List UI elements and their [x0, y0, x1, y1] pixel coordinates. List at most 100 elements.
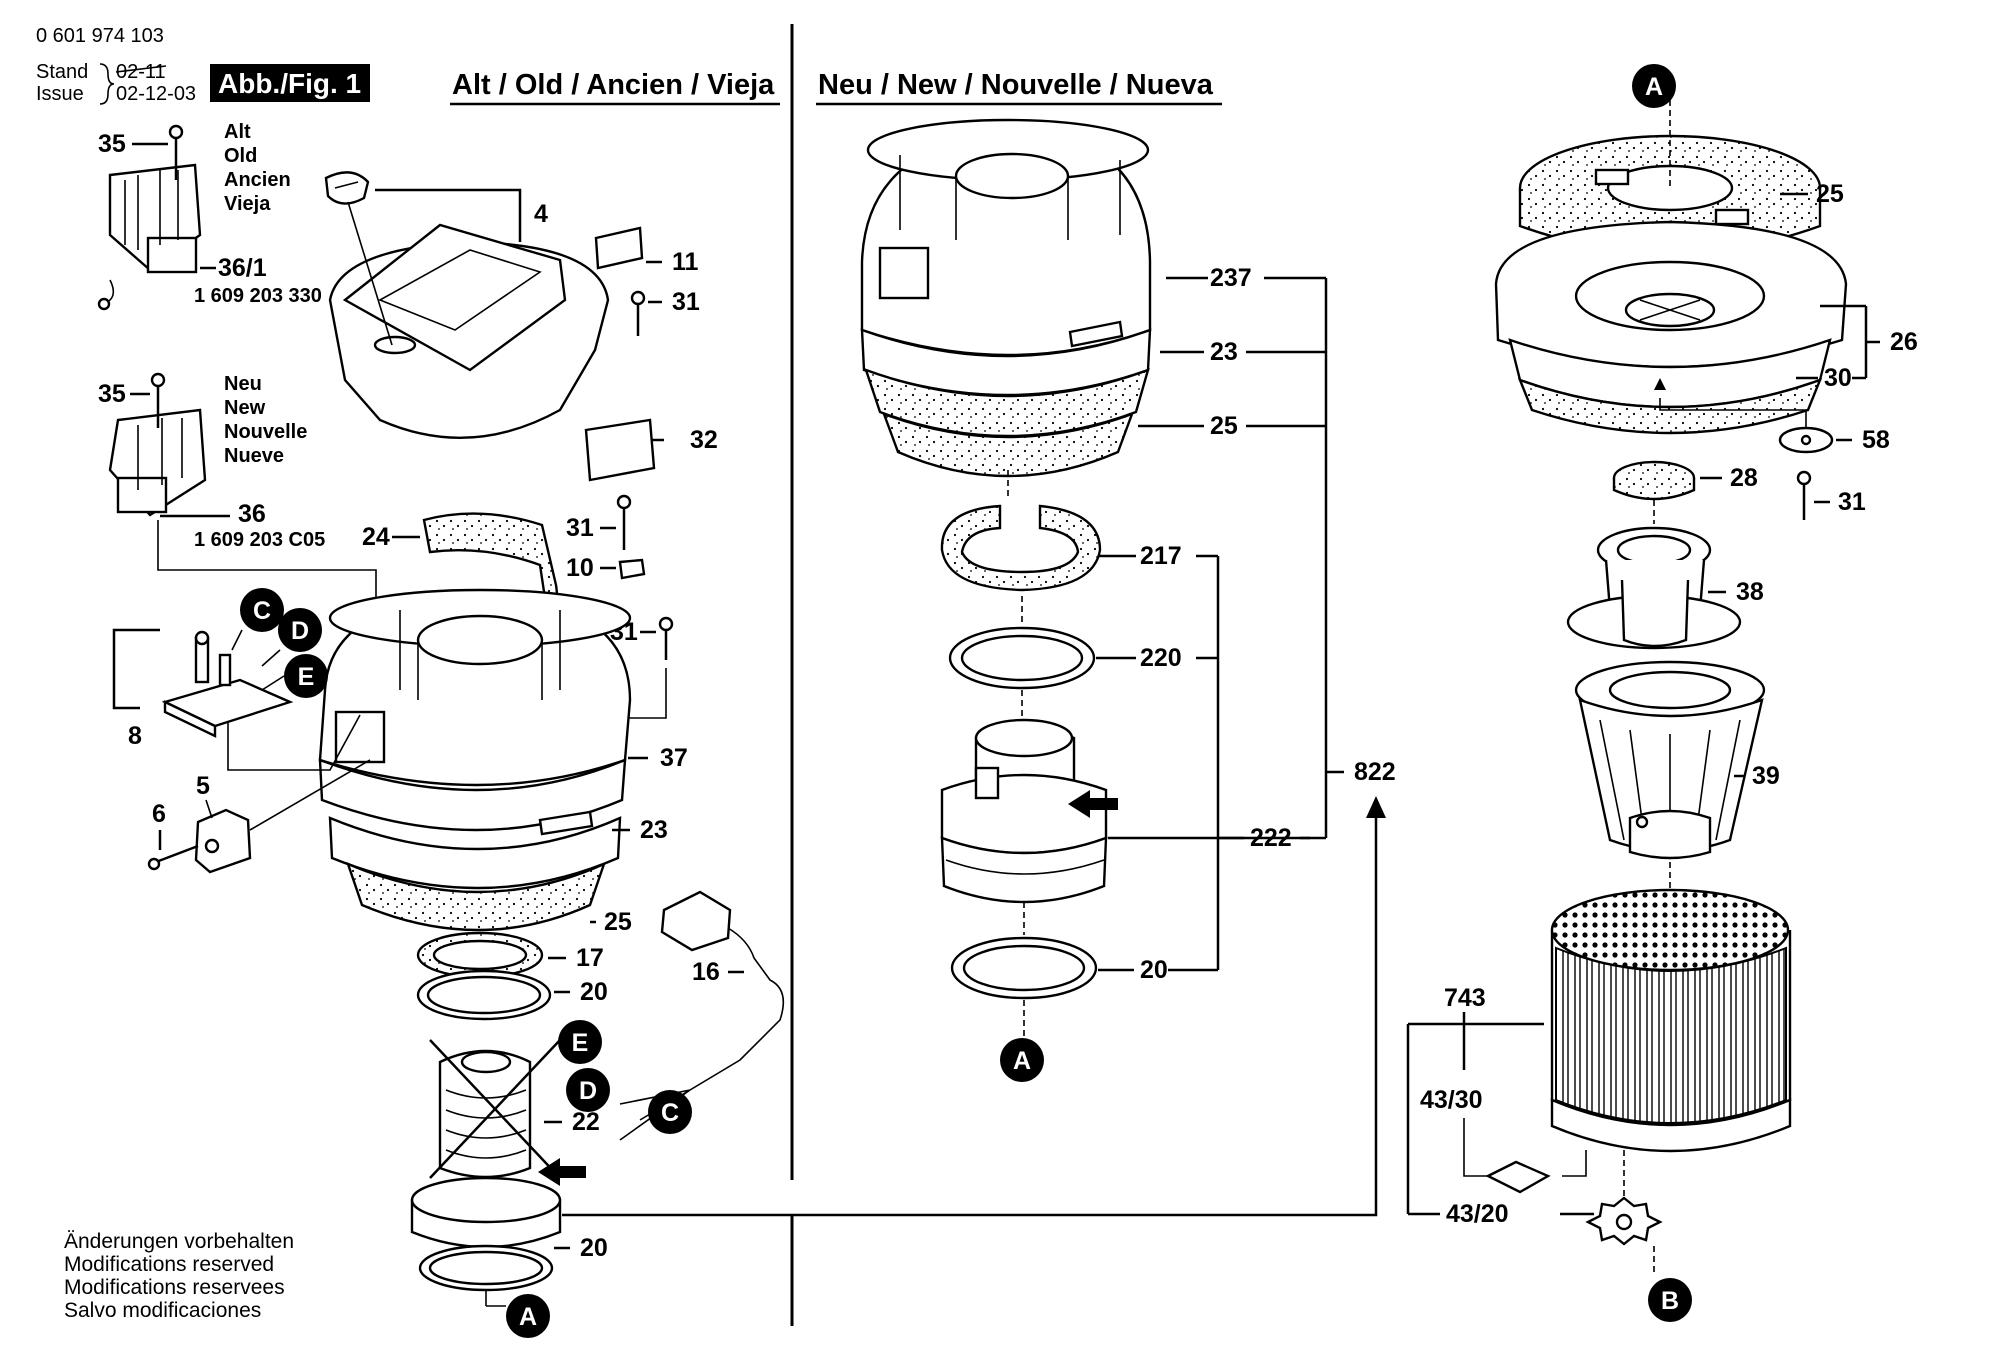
svg-text:D: D: [579, 1077, 597, 1105]
new-module-line-2: New: [224, 397, 266, 419]
badge-b-bottom: B: [1648, 1278, 1692, 1322]
replacement-arrow: [562, 796, 1386, 1217]
label-28: 28: [1730, 464, 1758, 492]
seal-43-30: [1485, 1160, 1551, 1194]
screw-6: [155, 844, 199, 864]
label-8: 8: [128, 722, 142, 750]
arrow-up-icon: [1366, 796, 1386, 818]
svg-text:B: B: [1661, 1287, 1679, 1315]
label-30: 30: [1824, 364, 1852, 392]
new-section-title: Neu / New / Nouvelle / Nueva: [818, 69, 1214, 101]
label-43-20: 43/20: [1446, 1200, 1509, 1228]
label-4: 4: [534, 200, 548, 228]
label-220: 220: [1140, 644, 1182, 672]
label-35b: 35: [98, 380, 126, 408]
svg-text:A: A: [1013, 1047, 1031, 1075]
old-module-line-4: Vieja: [224, 193, 271, 215]
badge-a-bottom: A: [506, 1294, 550, 1338]
svg-text:D: D: [291, 617, 309, 645]
arrow-left-icon-new: [1068, 790, 1118, 818]
arrow-left-icon: [538, 1158, 586, 1186]
svg-text:E: E: [572, 1029, 589, 1057]
old-motor-housing: 24 31 10 31 37 23 25 17: [318, 494, 688, 1307]
figure-label: Abb./Fig. 1: [218, 68, 361, 99]
label-16: 16: [692, 958, 720, 986]
label-11: 11: [672, 248, 699, 276]
old-switch-module: 35 Alt Old Ancien Vieja 36/1 1 609 203 3…: [97, 121, 322, 311]
svg-text:C: C: [661, 1099, 679, 1127]
stand-label: Stand: [36, 61, 88, 83]
note-es: Salvo modificaciones: [64, 1299, 261, 1322]
svg-text:A: A: [519, 1303, 537, 1331]
badges: A A A B C D E E: [231, 64, 1692, 1338]
label-32: 32: [690, 426, 718, 454]
badge-a-mid: A: [1000, 1038, 1044, 1082]
svg-text:A: A: [1645, 73, 1663, 101]
label-35a: 35: [98, 130, 126, 158]
figure-label-box: [210, 64, 370, 102]
stand-value: 02-11: [116, 61, 166, 83]
new-switch-module: 35 Neu New Nouvelle Nueve 36 1 609 203 C…: [98, 372, 377, 620]
label-20b: 20: [580, 1234, 608, 1262]
label-43-30: 43/30: [1420, 1086, 1483, 1114]
label-217: 217: [1140, 542, 1182, 570]
old-lid-assembly: 4 11 31 32: [324, 171, 718, 482]
label-237: 237: [1210, 264, 1252, 292]
label-25c: 25: [1816, 180, 1844, 208]
label-822: 822: [1354, 758, 1396, 786]
svg-text:C: C: [253, 597, 271, 625]
brace-icon: [99, 63, 115, 105]
badge-c-1: C: [240, 588, 284, 632]
label-26: 26: [1890, 328, 1918, 356]
old-section-title: Alt / Old / Ancien / Vieja: [452, 69, 775, 101]
new-module-line-3: Nouvelle: [224, 421, 307, 443]
svg-text:E: E: [298, 663, 315, 691]
old-module-line-2: Old: [224, 145, 257, 167]
note-en: Modifications reserved: [64, 1253, 274, 1276]
header: 0 601 974 103 Stand Issue 02-11 02-12-03…: [36, 25, 1222, 106]
label-23a: 23: [640, 816, 668, 844]
issue-label: Issue: [36, 83, 84, 105]
label-10: 10: [566, 554, 594, 582]
plug-16: [660, 890, 732, 952]
new-motor-housing: 237 23 25 822 217 220 222: [860, 118, 1396, 1000]
new-module-line-1: Neu: [224, 373, 262, 395]
old-module-line-1: Alt: [224, 121, 251, 143]
badge-c-2: C: [648, 1090, 692, 1134]
label-20c: 20: [1140, 956, 1168, 984]
old-electronics: 8 5 6 16: [112, 628, 785, 1141]
note-de: Änderungen vorbehalten: [64, 1230, 294, 1253]
footer-notes: Änderungen vorbehalten Modifications res…: [64, 1230, 294, 1322]
old-module-code: 1 609 203 330: [194, 285, 322, 307]
label-25b: 25: [1210, 412, 1238, 440]
strike-line: [115, 65, 167, 73]
issue-value: 02-12-03: [116, 83, 196, 105]
badge-e-2: E: [558, 1020, 602, 1064]
label-39: 39: [1752, 762, 1780, 790]
label-6: 6: [152, 800, 166, 828]
label-31b: 31: [566, 514, 594, 542]
filter-assembly: 25 26 30 58 31 28: [1406, 134, 1918, 1246]
doc-number: 0 601 974 103: [36, 25, 164, 47]
label-20a: 20: [580, 978, 608, 1006]
label-58: 58: [1862, 426, 1890, 454]
label-22: 22: [572, 1108, 600, 1136]
badge-e-1: E: [284, 654, 328, 698]
badge-d-2: D: [566, 1068, 610, 1112]
label-37: 37: [660, 744, 688, 772]
badge-d-1: D: [278, 608, 322, 652]
label-31d: 31: [1838, 488, 1866, 516]
label-36-1: 36/1: [218, 254, 267, 282]
label-23b: 23: [1210, 338, 1238, 366]
label-24: 24: [362, 523, 390, 551]
old-module-line-3: Ancien: [224, 169, 291, 191]
label-17: 17: [576, 944, 604, 972]
label-25a: 25: [604, 908, 632, 936]
label-5: 5: [196, 772, 210, 800]
axis-lines: [1007, 100, 1671, 1276]
note-fr: Modifications reservees: [64, 1276, 285, 1299]
badge-a-top: A: [1632, 64, 1676, 108]
label-38: 38: [1736, 578, 1764, 606]
new-module-line-4: Nueve: [224, 445, 284, 467]
